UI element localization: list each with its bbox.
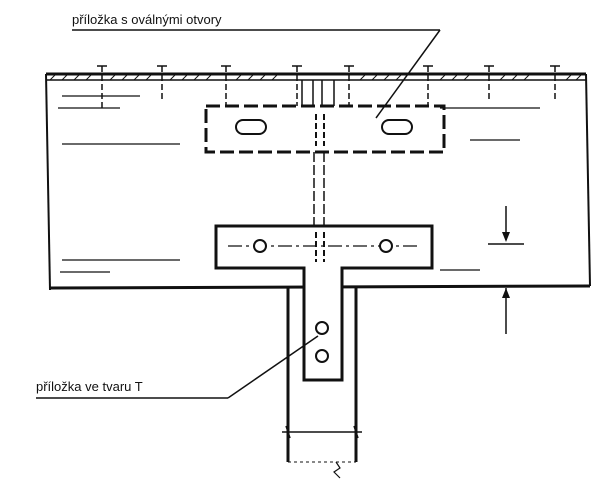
bolt-hole-upper bbox=[315, 321, 329, 335]
oval-hole-left bbox=[235, 119, 267, 135]
bolt-hole-lower bbox=[315, 349, 329, 363]
label-t-plate: příložka ve tvaru T bbox=[36, 379, 143, 394]
t-plate bbox=[214, 224, 434, 382]
leader-top bbox=[72, 29, 441, 119]
board-lines bbox=[58, 95, 540, 273]
leader-bottom bbox=[36, 335, 319, 399]
bolt-hole-left bbox=[253, 239, 267, 253]
bolt-hole-right bbox=[379, 239, 393, 253]
surface-hatching bbox=[49, 73, 583, 81]
vertical-post bbox=[282, 288, 362, 479]
oval-hole-right bbox=[381, 119, 413, 135]
label-oval-plate: příložka s oválnými otvory bbox=[72, 12, 222, 27]
plate-oval-holes bbox=[204, 104, 446, 154]
nails bbox=[97, 65, 560, 108]
height-dimension bbox=[488, 206, 524, 334]
